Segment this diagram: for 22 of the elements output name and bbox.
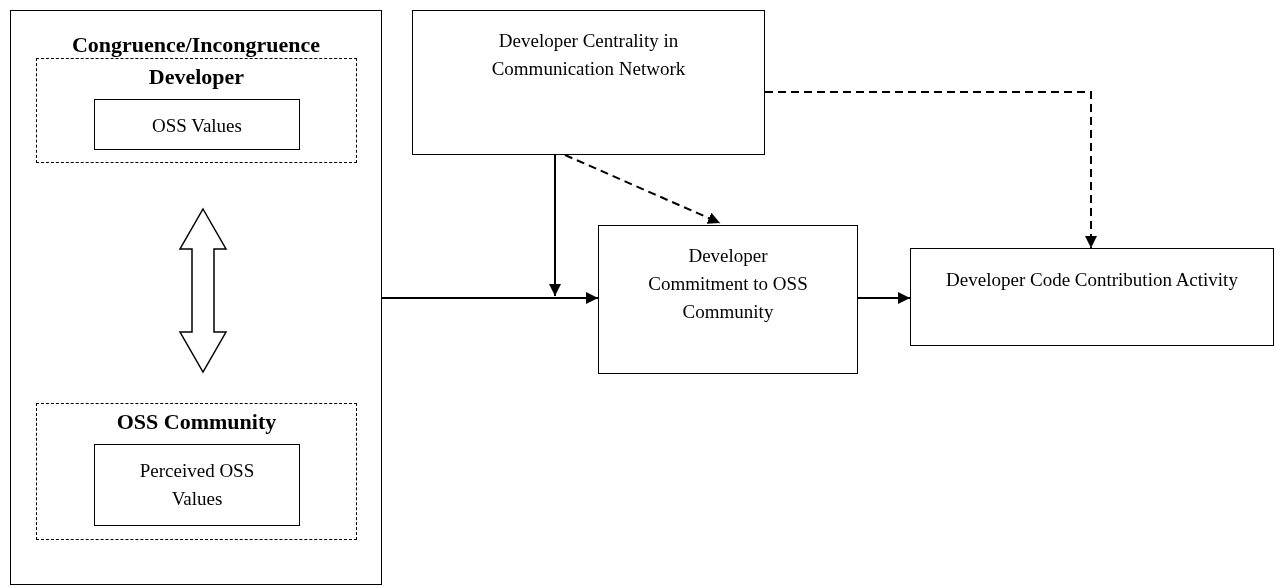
- process-box: [598, 225, 858, 374]
- box-text: Perceived OSS Values: [138, 459, 256, 511]
- process-box: [412, 10, 765, 155]
- process-box: [94, 99, 300, 150]
- dashed-arrow: [764, 91, 1097, 249]
- dashed-box: [36, 58, 357, 163]
- box-text: Developer Code Contribution Activity: [945, 268, 1239, 292]
- dashed-arrow: [564, 154, 721, 224]
- box-title: Congruence/Incongruence: [70, 31, 322, 59]
- double-arrow: [178, 207, 228, 374]
- box-text: OSS Values: [152, 114, 242, 138]
- process-box: [910, 248, 1274, 346]
- box-text: Developer Commitment to OSS Community: [647, 244, 809, 324]
- box-title: OSS Community: [116, 408, 277, 436]
- box-text: Developer Centrality in Communication Network: [490, 29, 687, 81]
- arrow: [549, 154, 561, 297]
- group-box: [10, 10, 382, 585]
- box-title: Developer: [148, 63, 245, 91]
- arrow: [857, 292, 911, 304]
- dashed-box: [36, 403, 357, 540]
- arrow: [381, 292, 599, 304]
- process-box: [94, 444, 300, 526]
